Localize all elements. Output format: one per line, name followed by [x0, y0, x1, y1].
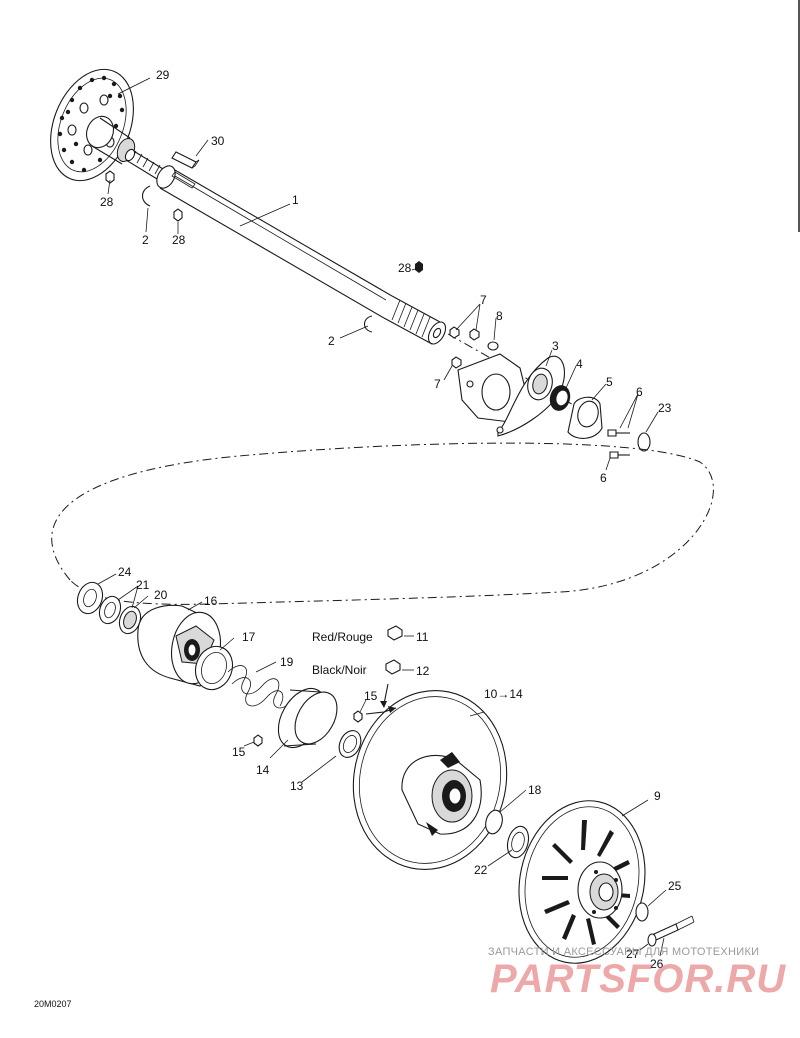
callout-23: 23: [658, 401, 672, 415]
label-red-rouge: Red/Rouge: [312, 630, 373, 644]
washer-24: [76, 581, 104, 615]
nut-28-c: [415, 261, 423, 273]
callout-18: 18: [528, 783, 542, 797]
callout-7-a: 7: [480, 293, 487, 307]
callout-11: 11: [416, 630, 429, 644]
nut-15-a: [353, 710, 363, 723]
callout-20: 20: [154, 588, 168, 602]
callout-30: 30: [211, 134, 225, 148]
fixed-half-pulley: [518, 800, 646, 964]
callout-14: 14: [256, 763, 270, 777]
callout-28-c: 28: [398, 261, 412, 275]
callout-7-b: 7: [434, 377, 441, 391]
callout-29: 29: [156, 68, 170, 82]
washer-27: [647, 933, 657, 947]
callout-27: 27: [626, 947, 640, 961]
nut-28-a: [105, 170, 115, 184]
ring-20: [118, 605, 142, 635]
drive-shaft: [124, 148, 447, 345]
leader-lines: [97, 77, 667, 957]
washer-17: [194, 645, 234, 691]
bushing-13: [338, 730, 362, 758]
sliding-half-pulley: [352, 690, 508, 870]
callout-28-b: 28: [172, 233, 186, 247]
callout-26: 26: [650, 957, 664, 971]
callout-13: 13: [290, 779, 304, 793]
callout-2-a: 2: [142, 233, 149, 247]
watermark-logo: PARTSFOR.RU: [490, 957, 786, 1001]
callout-8: 8: [496, 309, 503, 323]
callout-12: 12: [416, 664, 430, 678]
circlip-right: [363, 315, 373, 333]
callout-21: 21: [136, 578, 150, 592]
nut-28-b: [173, 208, 183, 222]
callout-15-b: 15: [232, 745, 246, 759]
callout-24: 24: [118, 565, 132, 579]
watermark-tagline: ЗАПЧАСТИ И АКСЕССУАРЫ ДЛЯ МОТОТЕХНИКИ: [488, 946, 759, 958]
shims-21: [98, 595, 122, 625]
cap-11: [387, 625, 403, 641]
callout-9: 9: [654, 789, 661, 803]
nut-15-b: [253, 734, 263, 747]
washer-22: [506, 825, 530, 859]
callout-5: 5: [606, 375, 613, 389]
callout-10-14: 10→14: [484, 687, 523, 701]
callout-6-a: 6: [636, 385, 643, 399]
callout-3: 3: [552, 339, 559, 353]
callout-numbers: 29 30 1 28 2 28 28 2 7 8 7 3 4 5 6 6 23 …: [100, 68, 682, 971]
page-edge-line: [798, 0, 800, 232]
circlip-left: [141, 185, 151, 207]
callout-25: 25: [668, 879, 682, 893]
cap-12: [385, 659, 401, 675]
bearing-bracket-group: [447, 326, 651, 459]
pointer-arrows: [365, 683, 397, 715]
callout-1: 1: [292, 193, 299, 207]
callout-15-a: 15: [364, 689, 378, 703]
callout-22: 22: [474, 863, 488, 877]
callout-17: 17: [242, 630, 256, 644]
callout-6-b: 6: [600, 471, 607, 485]
washer-18: [485, 809, 503, 835]
brake-disc: [50, 68, 136, 182]
washer-25: [635, 902, 649, 922]
bolt-26: [653, 915, 695, 941]
label-black-noir: Black/Noir: [312, 663, 367, 677]
callout-16: 16: [204, 594, 218, 608]
callout-28-a: 28: [100, 195, 114, 209]
callout-2-b: 2: [328, 334, 335, 348]
sleeve-14: [277, 687, 338, 749]
shaft-key: [171, 151, 200, 169]
callout-4: 4: [576, 357, 583, 371]
drive-belt: [51, 442, 714, 605]
drawing-code: 20M0207: [34, 999, 72, 1009]
callout-19: 19: [280, 655, 294, 669]
